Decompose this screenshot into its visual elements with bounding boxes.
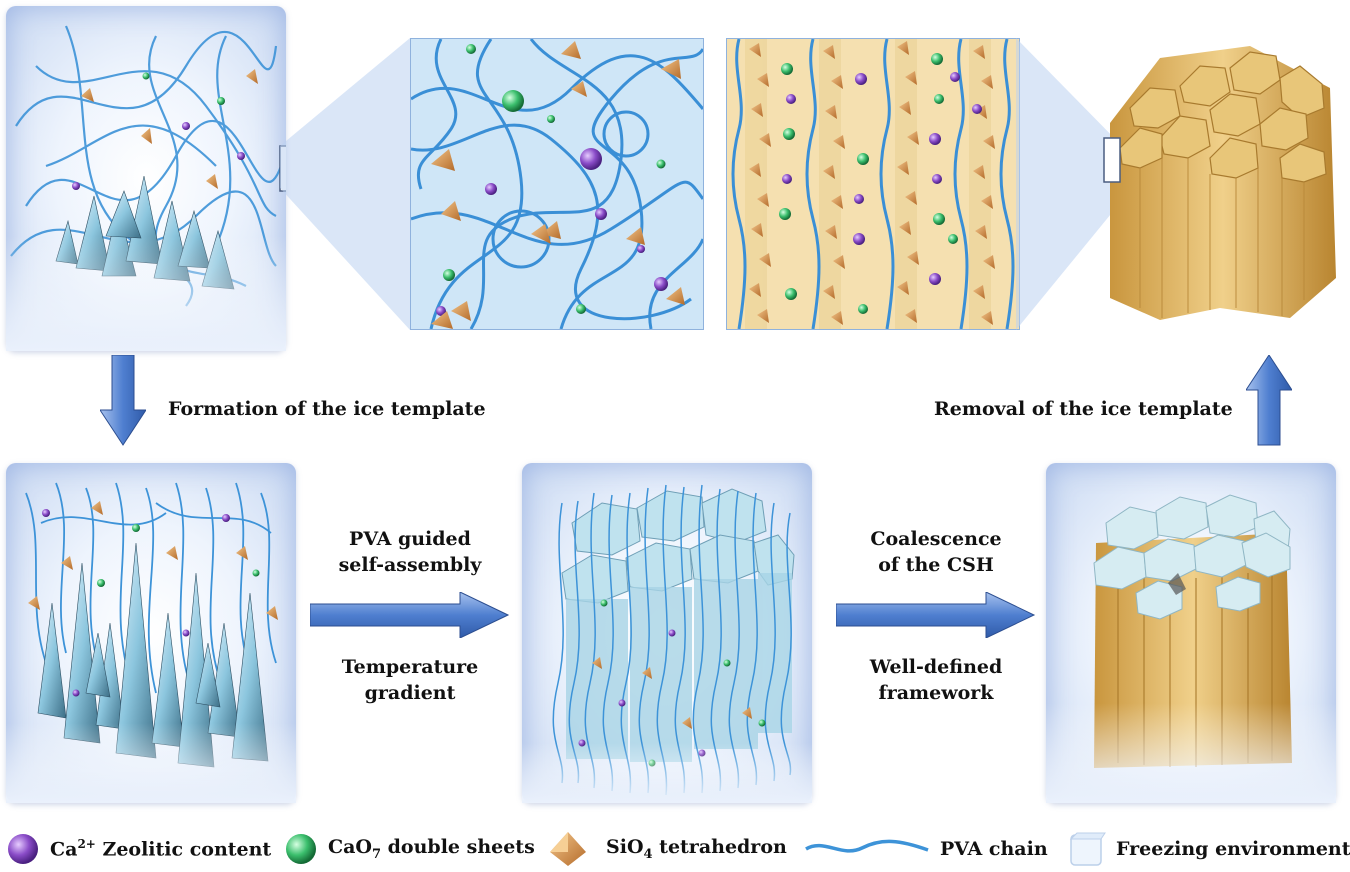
zoom-projection-right (1016, 38, 1124, 330)
initial-suspension-illustration (6, 25, 286, 351)
legend-freezing-text: Freezing environment (1116, 838, 1350, 860)
label-framework: framework (878, 682, 994, 704)
legend-freezing-environment: Freezing environment (1068, 832, 1350, 866)
legend-pva-chain: PVA chain (804, 832, 1048, 866)
label-temperature: Temperature (341, 656, 479, 678)
label-pva-guided: PVA guided (349, 528, 471, 550)
arrow-right-self-assembly (310, 592, 510, 638)
green-sphere-icon (286, 834, 316, 864)
zoom-panel-random-suspension (410, 38, 704, 330)
label-pva-guided-self-assembly: PVA guided self-assembly (320, 526, 500, 578)
freezing-cube-ice-template (6, 463, 296, 803)
tetrahedron-icon (550, 832, 586, 866)
csh-framework-illustration (1046, 494, 1336, 803)
label-temperature-gradient: Temperature gradient (320, 654, 500, 706)
freezing-cube-self-assembly (522, 463, 812, 803)
purple-sphere-icon (8, 834, 38, 864)
legend-cao7-double-sheets: CaO7 double sheets (284, 832, 535, 866)
label-of-the-csh: of the CSH (878, 554, 994, 576)
honeycomb-scaffold-final (1100, 28, 1340, 323)
label-gradient: gradient (364, 682, 456, 704)
ice-template-illustration (6, 482, 296, 803)
label-formation-ice-template: Formation of the ice template (168, 398, 486, 420)
label-self-assembly: self-assembly (338, 554, 482, 576)
legend-pva-text: PVA chain (940, 838, 1048, 860)
self-assembled-columns-illustration (522, 484, 812, 803)
arrow-up-removal (1246, 355, 1292, 446)
label-well-defined-framework: Well-defined framework (846, 654, 1026, 706)
label-well-defined: Well-defined (869, 656, 1003, 678)
pva-chain-icon (805, 839, 929, 853)
zoom-panel-aligned-layers (726, 38, 1020, 330)
legend-ca-zeolitic: Ca2+ Zeolitic content (6, 832, 271, 866)
legend-sio4-tetrahedron: SiO4 tetrahedron (548, 832, 787, 866)
freezing-cube-csh-framework (1046, 463, 1336, 803)
label-removal-ice-template: Removal of the ice template (934, 398, 1233, 420)
zoom-projection-left (280, 38, 410, 330)
legend-ca-text: Ca2+ Zeolitic content (50, 837, 272, 861)
label-coalescence: Coalescence (870, 528, 1002, 550)
legend-cao7-text: CaO7 double sheets (328, 836, 535, 862)
ice-cube-icon (1069, 832, 1106, 866)
label-coalescence-of-csh: Coalescence of the CSH (846, 526, 1026, 578)
legend-sio4-text: SiO4 tetrahedron (606, 836, 787, 862)
freezing-cube-initial (6, 6, 286, 351)
arrow-right-coalescence (836, 592, 1036, 638)
arrow-down-formation (100, 355, 146, 446)
